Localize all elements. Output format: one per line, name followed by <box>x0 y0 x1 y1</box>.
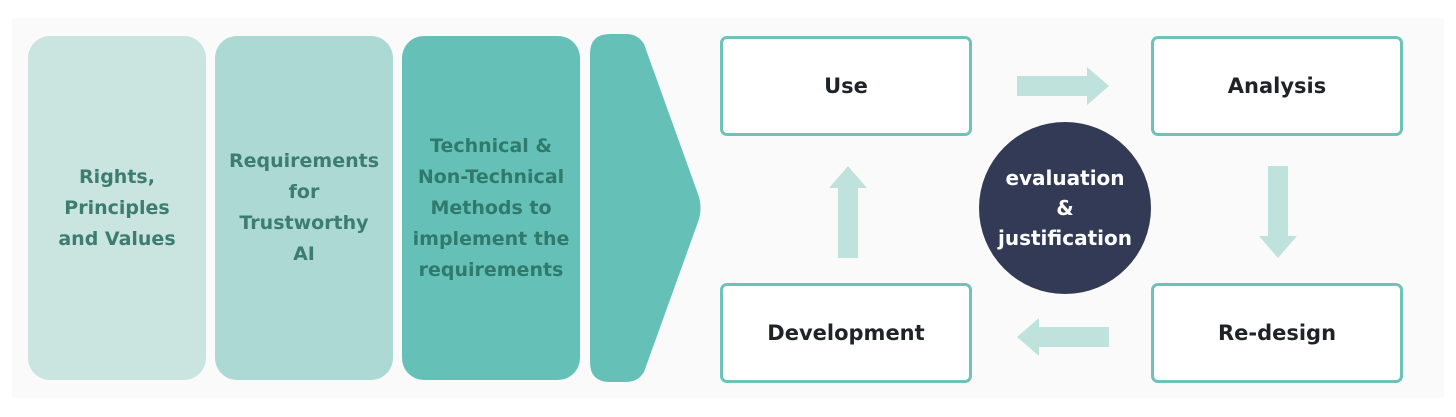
column-rights-principles-values: Rights, Principles and Values <box>28 36 206 380</box>
column-2-line-1: Requirements <box>228 150 379 172</box>
cycle-use-box: Use <box>720 36 972 136</box>
arrow-up-icon <box>829 166 867 258</box>
cycle-use-label: Use <box>824 74 868 98</box>
center-line-1: evaluation <box>1005 166 1125 190</box>
arrow-right-icon <box>1017 67 1109 105</box>
column-3-line-1: Technical & <box>430 134 552 157</box>
column-3-line-2: Non-Technical <box>417 165 565 188</box>
cycle-analysis-box: Analysis <box>1151 36 1403 136</box>
column-1-line-3: and Values <box>58 227 176 250</box>
cycle-redesign-box: Re-design <box>1151 283 1403 383</box>
column-methods: Technical & Non-Technical Methods to imp… <box>402 36 580 380</box>
column-requirements: Requirements for Trustworthy AI <box>215 36 393 380</box>
column-2-line-2: for <box>288 181 320 203</box>
evaluation-justification-circle: evaluation & justification <box>979 122 1151 294</box>
column-1-line-1: Rights, <box>79 165 155 188</box>
center-line-2: & <box>1056 196 1074 220</box>
column-1-line-2: Principles <box>64 196 170 219</box>
cycle-development-box: Development <box>720 283 972 383</box>
column-3-line-5: requirements <box>418 258 564 281</box>
cycle-analysis-label: Analysis <box>1227 74 1327 98</box>
cycle-development-label: Development <box>767 321 925 345</box>
column-3-line-3: Methods to <box>430 196 552 219</box>
column-2-line-4: AI <box>293 243 315 265</box>
center-line-3: justification <box>998 226 1132 250</box>
arrow-down-icon <box>1259 166 1297 258</box>
column-2-line-3: Trustworthy <box>239 212 369 234</box>
cycle-redesign-label: Re-design <box>1217 321 1337 345</box>
arrow-left-icon <box>1017 318 1109 356</box>
column-3-line-4: implement the <box>412 227 570 250</box>
chevron-arrow-icon <box>590 34 701 382</box>
